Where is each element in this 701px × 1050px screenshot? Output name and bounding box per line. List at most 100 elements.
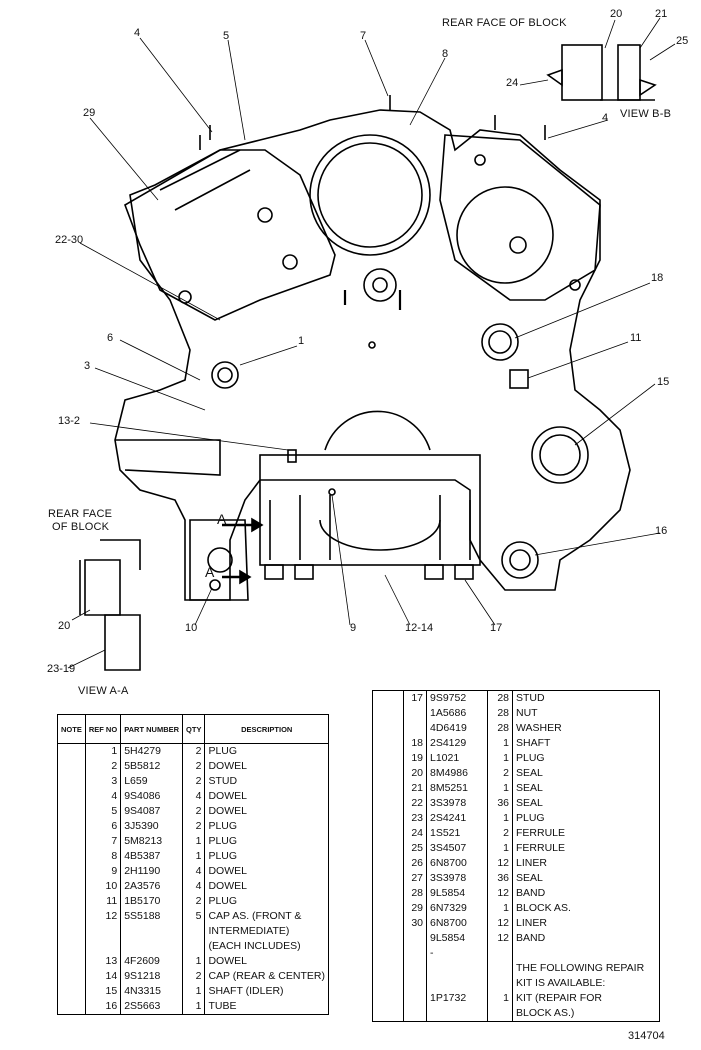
ref-cell bbox=[403, 1006, 427, 1022]
note-cell bbox=[372, 841, 404, 856]
note-cell bbox=[372, 976, 404, 991]
note-cell bbox=[57, 834, 86, 849]
note-cell bbox=[57, 909, 86, 924]
callout-10: 10 bbox=[185, 622, 198, 634]
note-cell bbox=[372, 706, 404, 721]
note-cell bbox=[57, 894, 86, 909]
part-number-cell: 4N3315 bbox=[120, 984, 184, 999]
description-cell: SHAFT bbox=[516, 737, 551, 749]
part-number-cell: 1A5686 bbox=[426, 706, 488, 721]
description-cell: PLUG bbox=[516, 752, 545, 764]
callout-24: 24 bbox=[506, 77, 519, 89]
qty-cell: 1 bbox=[182, 834, 206, 849]
ref-cell bbox=[403, 946, 427, 961]
note-cell bbox=[57, 743, 86, 759]
part-number-cell: 3S4507 bbox=[426, 841, 488, 856]
part-number-cell bbox=[426, 1006, 488, 1022]
description-cell: FERRULE bbox=[516, 842, 566, 854]
part-number-cell: 3S3978 bbox=[426, 871, 488, 886]
ref-cell: 5 bbox=[85, 804, 122, 819]
qty-cell: 28 bbox=[487, 690, 513, 706]
part-number-cell: - bbox=[426, 946, 488, 961]
ref-cell: 23 bbox=[403, 811, 427, 826]
qty-cell: 1 bbox=[487, 751, 513, 766]
note-cell bbox=[372, 736, 404, 751]
note-cell bbox=[372, 781, 404, 796]
qty-cell: 12 bbox=[487, 856, 513, 871]
callout-21: 21 bbox=[655, 8, 668, 20]
note-cell bbox=[372, 991, 404, 1006]
ref-cell: 19 bbox=[403, 751, 427, 766]
part-number-cell: 5M8213 bbox=[120, 834, 184, 849]
part-number-cell: 2S5663 bbox=[120, 999, 184, 1015]
note-cell bbox=[57, 939, 86, 954]
ref-cell: 12 bbox=[85, 909, 122, 924]
ref-cell bbox=[403, 931, 427, 946]
col-desc: DESCRIPTION bbox=[204, 714, 329, 744]
part-number-cell: 4D6419 bbox=[426, 721, 488, 736]
part-number-cell: 3S3978 bbox=[426, 796, 488, 811]
ref-cell bbox=[403, 991, 427, 1006]
ref-cell: 10 bbox=[85, 879, 122, 894]
ref-cell: 7 bbox=[85, 834, 122, 849]
ref-cell: 17 bbox=[403, 690, 427, 706]
part-number-cell bbox=[120, 939, 184, 954]
ref-cell: 27 bbox=[403, 871, 427, 886]
qty-cell: 28 bbox=[487, 706, 513, 721]
qty-cell bbox=[182, 924, 206, 939]
ref-cell: 4 bbox=[85, 789, 122, 804]
rear-face-left-label-2: OF BLOCK bbox=[52, 521, 110, 533]
ref-cell bbox=[403, 706, 427, 721]
callout-16: 16 bbox=[655, 525, 668, 537]
col-note: NOTE bbox=[57, 714, 86, 744]
callout-15: 15 bbox=[657, 376, 670, 388]
qty-cell bbox=[487, 961, 513, 976]
rear-face-of-block-label: REAR FACE OF BLOCK bbox=[442, 17, 567, 29]
note-cell bbox=[57, 984, 86, 999]
description-cell: SHAFT (IDLER) bbox=[208, 985, 284, 997]
ref-cell: 16 bbox=[85, 999, 122, 1015]
note-cell bbox=[57, 864, 86, 879]
part-number-cell: 4B5387 bbox=[120, 849, 184, 864]
part-number-cell: 1B5170 bbox=[120, 894, 184, 909]
note-cell bbox=[372, 796, 404, 811]
note-cell bbox=[57, 954, 86, 969]
description-cell: PLUG bbox=[208, 820, 238, 832]
part-number-cell: 9S4086 bbox=[120, 789, 184, 804]
note-cell bbox=[57, 819, 86, 834]
ref-cell: 6 bbox=[85, 819, 122, 834]
callout-6: 6 bbox=[107, 332, 114, 344]
description-cell: PLUG bbox=[208, 835, 238, 847]
note-cell bbox=[57, 969, 86, 984]
description-cell: DOWEL bbox=[208, 805, 247, 817]
callout-9: 9 bbox=[350, 622, 357, 634]
note-cell bbox=[372, 931, 404, 946]
note-cell bbox=[372, 961, 404, 976]
qty-cell: 4 bbox=[182, 879, 206, 894]
rear-face-left-label: REAR FACE bbox=[48, 508, 113, 520]
description-cell: DOWEL bbox=[208, 880, 247, 892]
qty-cell: 4 bbox=[182, 789, 206, 804]
ref-cell: 24 bbox=[403, 826, 427, 841]
ref-cell bbox=[85, 939, 122, 954]
part-number-cell: 6N8700 bbox=[426, 916, 488, 931]
ref-cell: 15 bbox=[85, 984, 122, 999]
description-cell: BLOCK AS. bbox=[516, 902, 571, 914]
parts-table-left: NOTE REF NO PART NUMBER QTY DESCRIPTION … bbox=[57, 714, 329, 1015]
part-number-cell: 5S5188 bbox=[120, 909, 184, 924]
qty-cell: 2 bbox=[487, 826, 513, 841]
part-number-cell: 9S1218 bbox=[120, 969, 184, 984]
description-cell: STUD bbox=[208, 775, 238, 787]
